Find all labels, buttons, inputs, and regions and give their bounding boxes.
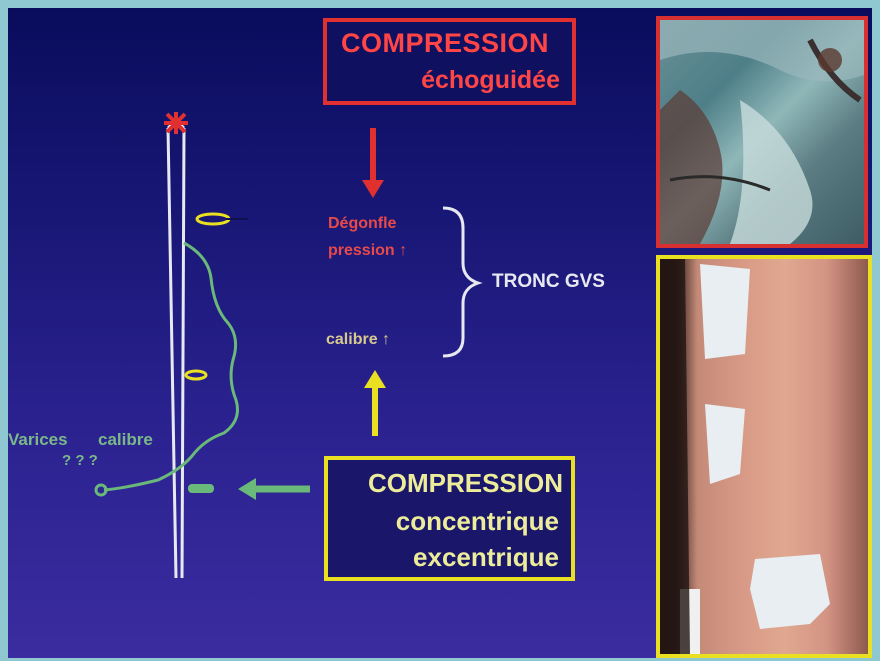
varicose-end-icon bbox=[96, 485, 106, 495]
calibre-marker-upper bbox=[197, 214, 229, 224]
photo-content bbox=[660, 20, 864, 244]
photo-content-leg bbox=[660, 259, 868, 654]
red-star-icon bbox=[164, 112, 188, 134]
ultrasound-guided-compression-photo bbox=[656, 16, 868, 248]
calibre-marker-lower bbox=[186, 371, 206, 379]
curly-brace bbox=[443, 208, 478, 356]
calibre-green-label: calibre bbox=[98, 430, 153, 450]
leg-bandage-photo bbox=[656, 255, 872, 658]
yellow-arrow-up-icon bbox=[364, 370, 386, 436]
degonfle-label: Dégonfle bbox=[328, 215, 396, 233]
tronc-gvs-label: TRONC GVS bbox=[492, 271, 605, 293]
green-pad bbox=[188, 484, 214, 493]
slide: COMPRESSION échoguidée COMPRESSION conce… bbox=[8, 8, 872, 658]
pression-label: pression ↑ bbox=[328, 242, 407, 260]
calibre-label: calibre ↑ bbox=[326, 331, 390, 349]
question-marks-label: ? ? ? bbox=[62, 452, 98, 469]
red-arrow-down-icon bbox=[362, 128, 384, 198]
saphenous-trunk bbox=[168, 124, 184, 578]
green-arrow-left-icon bbox=[238, 478, 310, 500]
varices-label: Varices bbox=[8, 430, 68, 450]
